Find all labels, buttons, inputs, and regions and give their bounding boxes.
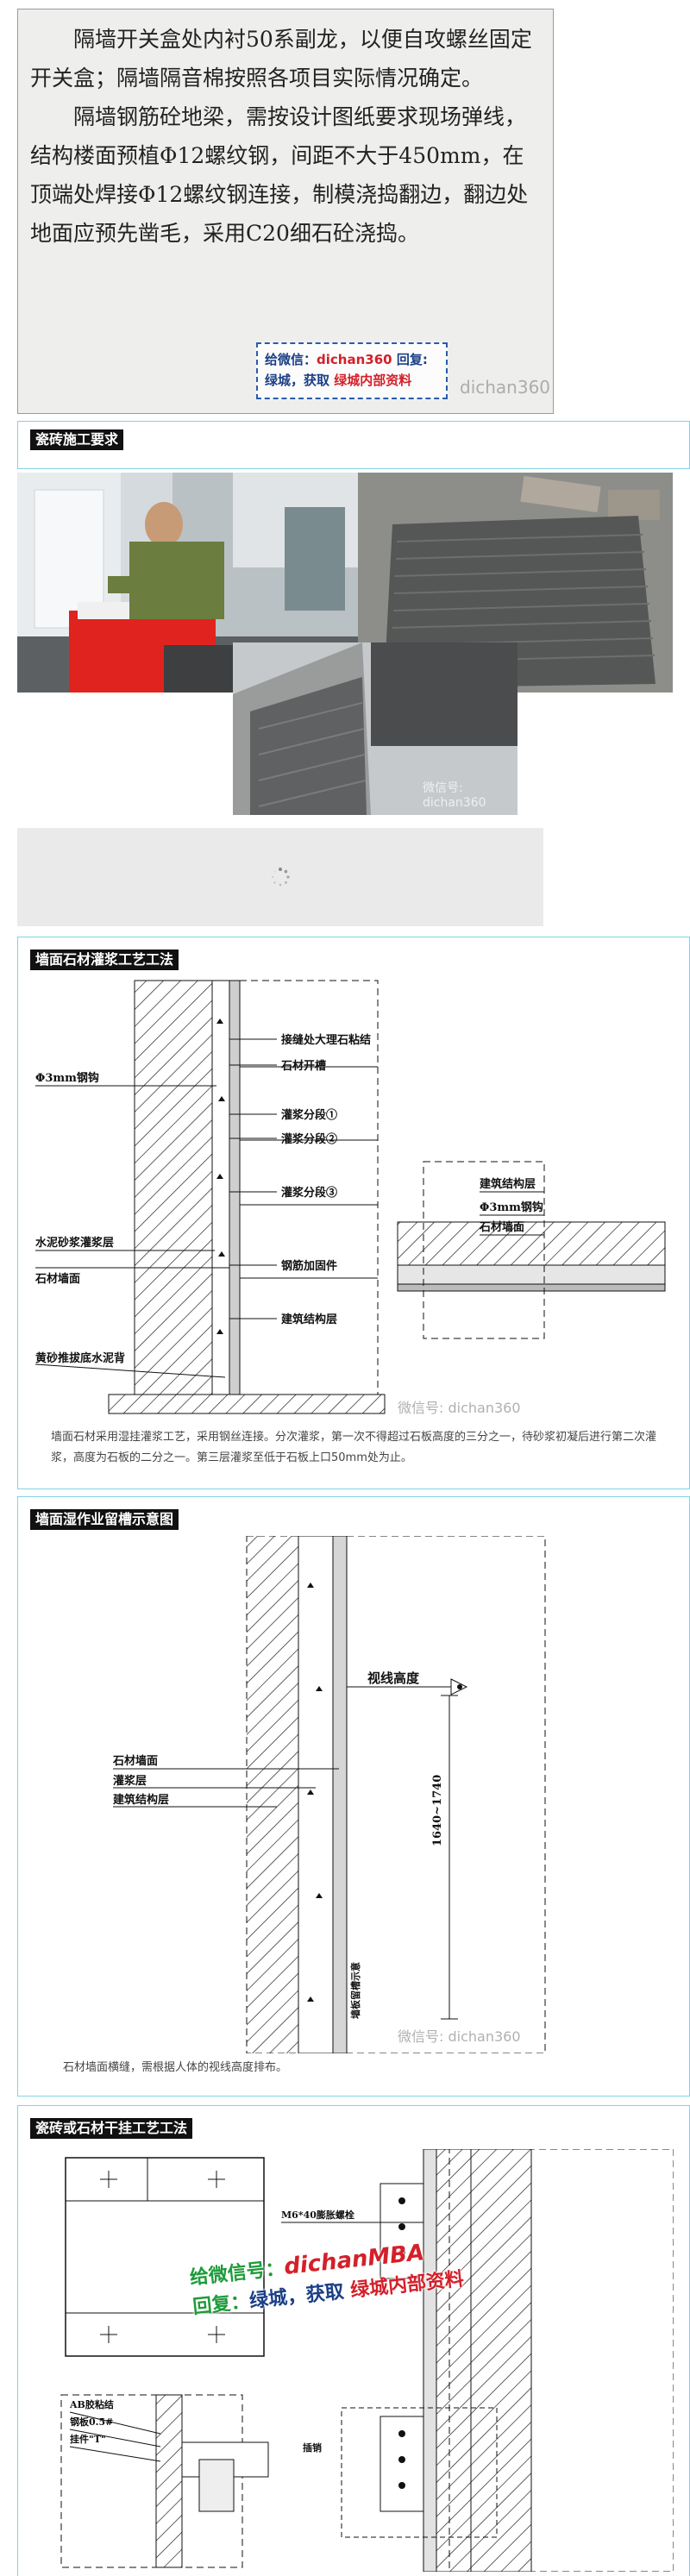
grout-watermark: 微信号: dichan360 xyxy=(398,1400,521,1416)
label-stage1: 灌浆分段① xyxy=(281,1108,337,1122)
grout-diagram: 接缝处大理石粘结 石材开槽 灌浆分段① 灌浆分段② 灌浆分段③ 钢筋加固件 建筑… xyxy=(34,980,666,1414)
wet-diagram: 视线高度 1640~1740 墙板留槽示意 石材墙面 灌浆层 建筑结构层 xyxy=(112,1536,546,2053)
label-struct: 建筑结构层 xyxy=(281,1313,337,1326)
label-slot-vertical: 墙板留槽示意 xyxy=(349,1962,361,2019)
label-stage3: 灌浆分段③ xyxy=(281,1186,337,1200)
label-pin: 插销 xyxy=(303,2441,322,2454)
label-bolt: M6*40膨胀螺栓 xyxy=(281,2209,354,2221)
wet-section-tag: 墙面湿作业留槽示意图 xyxy=(30,1509,179,1530)
label-wet-stone: 石材墙面 xyxy=(112,1754,158,1768)
label-sand: 黄砂推拔底水泥背 xyxy=(35,1351,125,1365)
label-right-stone: 石材墙面 xyxy=(479,1220,524,1234)
dry-section: 瓷砖或石材干挂工艺工法 M6*40膨胀螺栓 xyxy=(17,2105,690,2576)
intro-paragraph-2: 隔墙钢筋砼地梁，需按设计图纸要求现场弹线，结构楼面预植Φ12螺纹钢，间距不大于4… xyxy=(30,104,529,246)
label-stage2: 灌浆分段② xyxy=(281,1132,337,1146)
label-wet-grout: 灌浆层 xyxy=(113,1774,147,1788)
image-loading-placeholder xyxy=(17,828,543,926)
intro-paragraph-1: 隔墙开关盒处内衬50系副龙，以便自攻螺丝固定开关盒；隔墙隔音棉按照各项目实际情况… xyxy=(30,27,532,91)
intro-watermark-stamp: 给微信：dichan360 回复: 绿城，获取 绿城内部资料 xyxy=(256,342,448,399)
tile-section-header: 瓷砖施工要求 xyxy=(17,421,690,469)
label-stone: 石材墙面 xyxy=(34,1272,80,1286)
label-cement: 水泥砂浆灌浆层 xyxy=(35,1236,114,1250)
label-rebar-hook: Φ3mm钢钩 xyxy=(35,1071,99,1085)
label-steel-fix: 钢筋加固件 xyxy=(281,1259,337,1273)
wet-section: 墙面湿作业留槽示意图 视线高度 1640~1740 墙板留槽示意 xyxy=(17,1496,690,2097)
tile-section-tag: 瓷砖施工要求 xyxy=(30,429,124,450)
label-ab-glue: AB胶粘结 xyxy=(69,2398,114,2410)
wet-caption: 石材墙面横缝，需根据人体的视线高度排布。 xyxy=(63,2061,288,2074)
intro-text-panel: 隔墙开关盒处内衬50系副龙，以便自攻螺丝固定开关盒；隔墙隔音棉按照各项目实际情况… xyxy=(17,9,554,414)
label-dimension: 1640~1740 xyxy=(431,1775,444,1846)
intro-faint-watermark: dichan360 xyxy=(460,377,551,398)
label-right-struct: 建筑结构层 xyxy=(480,1177,536,1191)
label-hook: 挂件"T" xyxy=(70,2433,106,2445)
grout-section: 墙面石材灌浆工艺工法 xyxy=(17,937,690,1489)
dry-diagram: M6*40膨胀螺栓 AB胶粘结 钢板0.5# 挂件"T" 插销 xyxy=(60,2149,674,2572)
label-joint: 接缝处大理石粘结 xyxy=(281,1033,371,1047)
label-steel-plate: 钢板0.5# xyxy=(70,2416,113,2428)
label-sight-height: 视线高度 xyxy=(367,1670,420,1686)
label-slot: 石材开槽 xyxy=(280,1059,326,1073)
label-right-hook: Φ3mm钢钩 xyxy=(480,1200,543,1214)
wet-watermark: 微信号: dichan360 xyxy=(398,2028,521,2045)
grout-section-tag: 墙面石材灌浆工艺工法 xyxy=(30,950,179,970)
dry-section-tag: 瓷砖或石材干挂工艺工法 xyxy=(30,2118,193,2139)
photo-tile-installed: 微信号: dichan360 xyxy=(233,642,518,815)
grout-caption: 墙面石材采用湿挂灌浆工艺，采用钢丝连接。分次灌浆，第一次不得超过石板高度的三分之… xyxy=(51,1431,657,1464)
label-wet-struct: 建筑结构层 xyxy=(113,1793,169,1807)
loading-spinner-icon xyxy=(271,868,290,887)
tile-photo-watermark: 微信号: dichan360 xyxy=(423,781,486,810)
